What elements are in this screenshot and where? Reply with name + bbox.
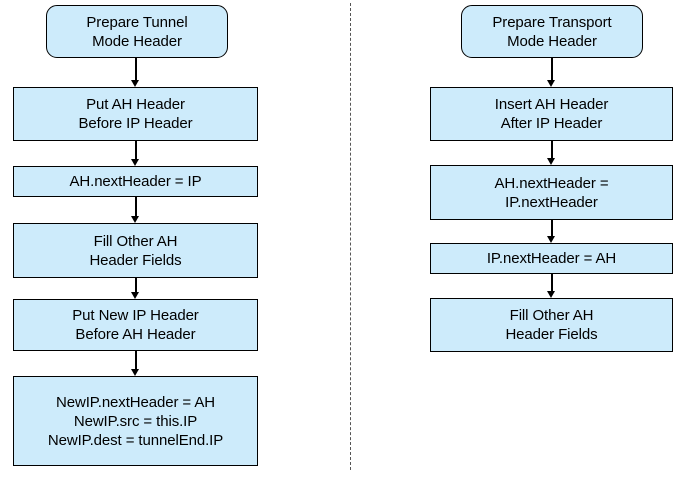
node-transport-step-2[interactable]: AH.nextHeader = IP.nextHeader bbox=[430, 165, 673, 220]
node-tunnel-start[interactable]: Prepare Tunnel Mode Header bbox=[46, 5, 228, 58]
node-transport-step-1[interactable]: Insert AH Header After IP Header bbox=[430, 87, 673, 141]
vertical-dashed-separator bbox=[350, 3, 351, 470]
node-tunnel-step-5[interactable]: NewIP.nextHeader = AH NewIP.src = this.I… bbox=[13, 376, 258, 466]
node-transport-start[interactable]: Prepare Transport Mode Header bbox=[461, 5, 643, 58]
node-transport-step-3[interactable]: IP.nextHeader = AH bbox=[430, 243, 673, 274]
node-tunnel-step-1[interactable]: Put AH Header Before IP Header bbox=[13, 87, 258, 141]
node-tunnel-step-3[interactable]: Fill Other AH Header Fields bbox=[13, 223, 258, 278]
node-transport-step-4[interactable]: Fill Other AH Header Fields bbox=[430, 298, 673, 352]
node-tunnel-step-2[interactable]: AH.nextHeader = IP bbox=[13, 166, 258, 197]
node-tunnel-step-4[interactable]: Put New IP Header Before AH Header bbox=[13, 299, 258, 351]
